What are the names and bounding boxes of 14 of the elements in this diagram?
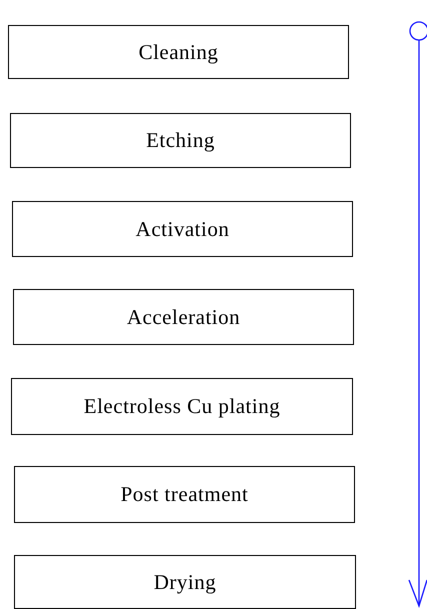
process-box	[14, 466, 355, 523]
process-box	[12, 201, 353, 257]
step-label: Activation	[136, 216, 230, 242]
step-label: Drying	[154, 570, 216, 594]
process-box	[8, 25, 349, 79]
step-label: Electroless Cu plating	[84, 394, 280, 419]
process-box	[13, 289, 354, 345]
process-box	[14, 555, 356, 609]
step-label: Acceleration	[126, 304, 240, 330]
process-box	[11, 378, 353, 435]
step-label: Etching	[146, 128, 215, 153]
process-box	[10, 113, 351, 168]
step-label: Post treatment	[120, 482, 248, 507]
step-label: Cleaning	[138, 40, 218, 64]
